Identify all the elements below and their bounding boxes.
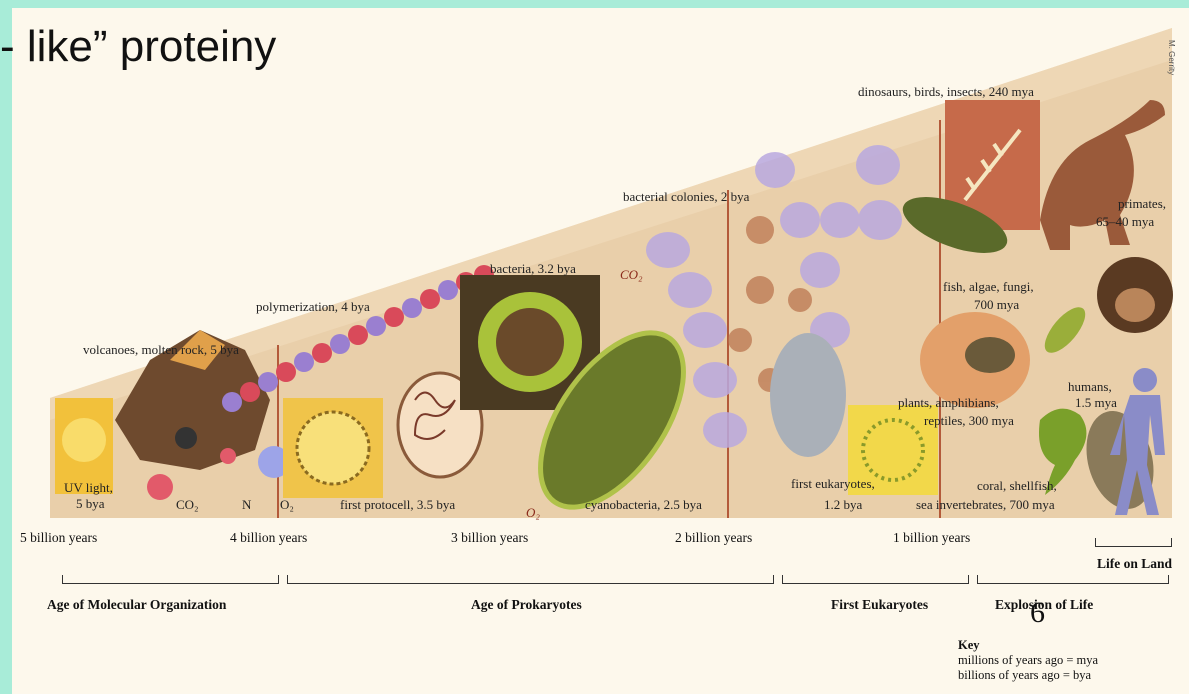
label-humans-line1: humans, [1068,380,1112,394]
label-polymerization: polymerization, 4 bya [256,300,370,314]
label-plants-line1: plants, amphibians, [898,396,999,410]
label-uv-line2: 5 bya [76,497,105,511]
label-bacterial-colonies: bacterial colonies, 2 bya [623,190,749,204]
label-life-on-land: Life on Land [1097,556,1172,572]
era-bracket-eukaryotes [782,575,969,584]
oxygen-atom-small [220,448,236,464]
artist-credit: M. Gerrity [1167,40,1176,75]
oxygen-atom [147,474,173,500]
era-molecular-organization: Age of Molecular Organization [47,597,226,613]
key-title: Key [958,638,1098,653]
life-on-land-bracket [1095,538,1172,547]
label-volcanoes: volcanoes, molten rock, 5 bya [83,343,239,357]
carbon-atom [175,427,197,449]
abbreviation-key: Key millions of years ago = mya billions… [958,638,1098,683]
key-bya: billions of years ago = bya [958,668,1098,683]
label-fish-line2: 700 mya [974,298,1019,312]
chimpanzee-face [1115,288,1155,322]
label-protocell: first protocell, 3.5 bya [340,498,455,512]
label-primates-line1: primates, [1118,197,1166,211]
label-o2: O₂ [280,498,294,512]
embryo-icon [965,337,1015,373]
key-mya: millions of years ago = mya [958,653,1098,668]
axis-tick-3-billion: 3 billion years [451,530,528,546]
axis-tick-4-billion: 4 billion years [230,530,307,546]
label-bacteria: bacteria, 3.2 bya [490,262,576,276]
protocell-icon [297,412,369,484]
label-fish-line1: fish, algae, fungi, [943,280,1034,294]
label-n: N [242,498,251,512]
label-primates-line2: 65–40 mya [1096,215,1154,229]
sun-icon [62,418,106,462]
label-coral-line2: sea invertebrates, 700 mya [916,498,1055,512]
era-bracket-prokaryotes [287,575,774,584]
label-co2-float: CO₂ [620,268,643,282]
era-bracket-molecular [62,575,279,584]
label-plants-line2: reptiles, 300 mya [924,414,1014,428]
era-bracket-explosion [977,575,1169,584]
axis-tick-2-billion: 2 billion years [675,530,752,546]
slide-title: - like” proteiny [0,22,276,72]
axis-tick-5-billion: 5 billion years [20,530,97,546]
bacteria-inner [496,308,564,376]
label-coral-line1: coral, shellfish, [977,479,1057,493]
eukaryote-cell [770,333,846,457]
axis-tick-1-billion: 1 billion years [893,530,970,546]
label-dinosaurs: dinosaurs, birds, insects, 240 mya [858,85,1034,99]
label-co2: CO₂ [176,498,199,512]
era-prokaryotes: Age of Prokaryotes [471,597,582,613]
label-o2-float: O₂ [526,506,540,520]
label-eukaryotes-line1: first eukaryotes, [791,477,875,491]
label-humans-line2: 1.5 mya [1075,396,1117,410]
page-number: 6 [1030,596,1045,630]
label-uv-line1: UV light, [64,481,113,495]
label-eukaryotes-line2: 1.2 bya [824,498,862,512]
label-cyanobacteria: cyanobacteria, 2.5 bya [585,498,702,512]
era-first-eukaryotes: First Eukaryotes [831,597,928,613]
